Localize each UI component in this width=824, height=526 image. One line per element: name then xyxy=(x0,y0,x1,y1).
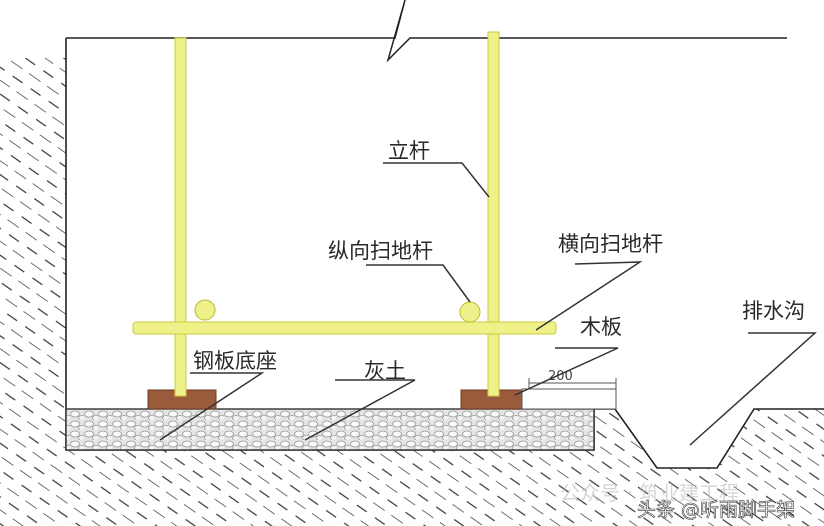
label-drainage-ditch: 排水沟 xyxy=(742,299,805,323)
label-transverse-sweep-bar: 横向扫地杆 xyxy=(558,232,663,256)
longitudinal-bar-right xyxy=(459,301,481,323)
watermark-main: 头条 @听雨脚手架 xyxy=(637,499,795,521)
label-upright: 立杆 xyxy=(388,139,430,163)
break-line xyxy=(66,0,787,63)
dimension-label: 200 xyxy=(548,369,573,384)
label-lime-soil: 灰土 xyxy=(364,359,406,383)
label-longitudinal-sweep-bar: 纵向扫地杆 xyxy=(328,239,433,263)
upright-left xyxy=(174,37,187,397)
label-steel-base-plate: 钢板底座 xyxy=(193,349,277,373)
label-wood-board: 木板 xyxy=(580,315,622,339)
watermark-faint: 公众号 · 筑业建工程 xyxy=(560,481,739,505)
longitudinal-bar-left xyxy=(194,299,216,321)
upright-right xyxy=(487,31,500,397)
lime-soil-layer xyxy=(65,408,595,451)
soil-hatch xyxy=(0,38,824,526)
scaffold-pipes xyxy=(132,31,557,397)
wood-board xyxy=(521,388,617,410)
transverse-sweep-bar xyxy=(132,321,557,335)
